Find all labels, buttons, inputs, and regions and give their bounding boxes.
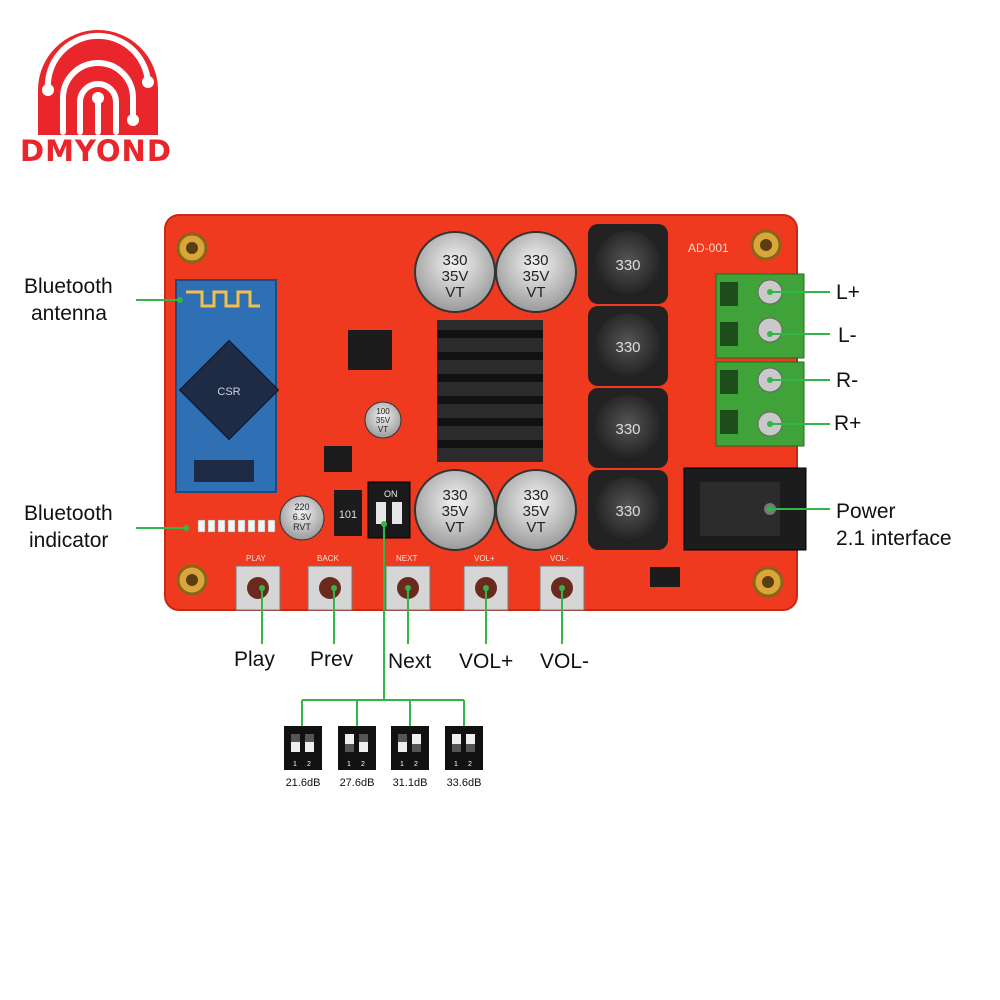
svg-text:330: 330	[615, 503, 640, 520]
svg-text:VOL+: VOL+	[474, 554, 495, 563]
callout-r-minus: R-	[836, 369, 859, 392]
capacitor-top-left: 330 35V VT	[414, 231, 496, 313]
callout-l-plus: L+	[836, 281, 860, 304]
svg-text:2: 2	[361, 761, 365, 768]
svg-text:35V: 35V	[442, 503, 469, 520]
callout-vol-plus: VOL+	[459, 650, 514, 673]
svg-text:RVT: RVT	[293, 522, 311, 532]
svg-text:330: 330	[442, 252, 467, 269]
svg-text:PLAY: PLAY	[246, 554, 267, 563]
opamp-chip	[348, 330, 392, 370]
svg-text:VT: VT	[445, 519, 464, 536]
svg-text:1: 1	[400, 761, 404, 768]
svg-text:ON: ON	[384, 489, 398, 499]
svg-text:330: 330	[615, 257, 640, 274]
svg-text:220: 220	[294, 502, 309, 512]
board-model: AD-001	[688, 241, 729, 255]
brand-name: DMYOND	[20, 134, 172, 168]
inductor-3: 330	[588, 388, 668, 468]
gain-label-4: 33.6dB	[446, 777, 482, 789]
svg-text:35V: 35V	[523, 503, 550, 520]
regulator-chip	[324, 446, 352, 472]
led-row	[197, 519, 276, 533]
callout-vol-minus: VOL-	[540, 650, 590, 673]
callout-bluetooth-antenna: Bluetooth antenna	[24, 273, 113, 327]
gain-label-3: 31.1dB	[392, 777, 428, 789]
svg-text:1: 1	[454, 761, 458, 768]
capacitor-bottom-left: 330 35V VT	[414, 469, 496, 551]
logo-mark	[38, 30, 158, 135]
callout-text: Bluetooth	[24, 275, 113, 298]
svg-text:6.3V: 6.3V	[293, 512, 312, 522]
capacitor-top-right: 330 35V VT	[495, 231, 577, 313]
svg-text:100: 100	[376, 407, 390, 416]
heatsink	[437, 320, 543, 462]
svg-text:VT: VT	[378, 425, 388, 434]
callout-lines	[136, 291, 830, 726]
capacitor-bottom-right: 330 35V VT	[495, 469, 577, 551]
svg-text:330: 330	[442, 487, 467, 504]
inductor-1: 330	[588, 224, 668, 304]
terminal-block-right	[715, 361, 805, 447]
antenna-trace	[186, 290, 260, 308]
callout-text: Power	[836, 500, 896, 523]
callout-next: Next	[388, 650, 432, 673]
svg-text:1: 1	[293, 761, 297, 768]
callout-prev: Prev	[310, 648, 354, 671]
callout-r-plus: R+	[834, 412, 862, 435]
svg-text:1: 1	[347, 761, 351, 768]
svg-text:NEXT: NEXT	[396, 554, 417, 563]
chip-brand: CSR	[217, 386, 240, 398]
svg-text:VOL-: VOL-	[550, 554, 569, 563]
callout-text: indicator	[29, 529, 109, 552]
gain-label-1: 21.6dB	[285, 777, 321, 789]
svg-text:2: 2	[414, 761, 418, 768]
svg-text:330: 330	[523, 252, 548, 269]
svg-text:330: 330	[615, 339, 640, 356]
svg-text:35V: 35V	[523, 268, 550, 285]
gain-label-2: 27.6dB	[339, 777, 375, 789]
svg-text:VT: VT	[445, 284, 464, 301]
capacitor-100uf: 100 35V VT	[364, 401, 402, 439]
terminal-block-left	[715, 273, 805, 359]
bluetooth-module: CSR	[175, 279, 280, 493]
callout-text: 2.1 interface	[836, 527, 952, 550]
button-prev	[307, 565, 353, 611]
svg-text:VT: VT	[526, 519, 545, 536]
svg-text:BACK: BACK	[317, 554, 339, 563]
callout-play: Play	[234, 648, 275, 671]
svg-text:330: 330	[615, 421, 640, 438]
svg-text:101: 101	[339, 509, 357, 521]
capacitor-220uf: 220 6.3V RVT	[279, 495, 325, 541]
diode-d3	[650, 567, 680, 587]
inductor-2: 330	[588, 306, 668, 386]
svg-text:35V: 35V	[376, 416, 391, 425]
svg-text:VT: VT	[526, 284, 545, 301]
dip-switch: ON	[367, 481, 411, 539]
callout-l-minus: L-	[838, 324, 857, 347]
callout-power: Power 2.1 interface	[836, 498, 952, 552]
resistor-101: 101	[334, 490, 362, 536]
svg-text:2: 2	[468, 761, 472, 768]
button-play	[235, 565, 281, 611]
inductor-4: 330	[588, 470, 668, 550]
svg-text:35V: 35V	[442, 268, 469, 285]
callout-text: antenna	[31, 302, 107, 325]
svg-text:330: 330	[523, 487, 548, 504]
callout-bluetooth-indicator: Bluetooth indicator	[24, 500, 113, 554]
callout-text: Bluetooth	[24, 502, 113, 525]
svg-text:2: 2	[307, 761, 311, 768]
mounting-holes	[176, 229, 784, 598]
